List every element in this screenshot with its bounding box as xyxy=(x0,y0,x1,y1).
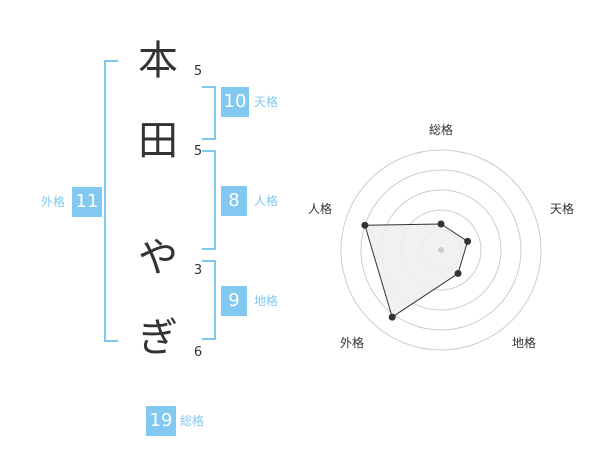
radar-point-1 xyxy=(437,220,445,228)
radar-point-5 xyxy=(361,221,369,229)
radar-label-tenkaku: 天格 xyxy=(550,201,574,216)
chikaku-value: 9 xyxy=(221,286,247,316)
soukaku-value: 19 xyxy=(146,406,176,436)
radar-label-jinkaku: 人格 xyxy=(308,201,332,216)
stroke-count-1: 5 xyxy=(193,64,203,79)
gaikaku-bracket xyxy=(104,60,118,342)
jinkaku-bracket xyxy=(202,150,216,250)
radar-point-3 xyxy=(454,269,462,277)
tenkaku-value: 10 xyxy=(221,87,249,117)
name-char-1: 本 xyxy=(138,38,178,84)
radar-label-chikaku: 地格 xyxy=(512,335,536,350)
name-char-3: や xyxy=(138,235,178,281)
radar-point-4 xyxy=(388,313,396,321)
radar-area xyxy=(364,223,469,318)
stroke-count-2: 5 xyxy=(193,144,203,159)
name-char-2: 田 xyxy=(138,118,178,164)
tenkaku-bracket xyxy=(202,86,216,140)
radar-label-gaikaku: 外格 xyxy=(340,335,364,350)
radar-points xyxy=(361,220,472,321)
radar-point-2 xyxy=(464,237,472,245)
soukaku-label: 総格 xyxy=(180,414,205,428)
stroke-count-4: 6 xyxy=(193,345,203,360)
tenkaku-label: 天格 xyxy=(254,95,279,109)
jinkaku-value: 8 xyxy=(221,186,247,216)
radar-grid-ring xyxy=(360,169,522,331)
radar-label-soukaku: 総格 xyxy=(429,122,453,137)
gaikaku-label: 外格 xyxy=(41,195,66,209)
jinkaku-label: 人格 xyxy=(254,194,279,208)
gaikaku-value: 11 xyxy=(72,187,102,217)
stroke-count-3: 3 xyxy=(193,263,203,278)
name-char-4: ぎ xyxy=(138,315,178,361)
chikaku-bracket xyxy=(202,260,216,340)
radar-center-dot xyxy=(438,247,444,253)
radar-grid-ring xyxy=(340,149,542,351)
chikaku-label: 地格 xyxy=(254,294,279,308)
